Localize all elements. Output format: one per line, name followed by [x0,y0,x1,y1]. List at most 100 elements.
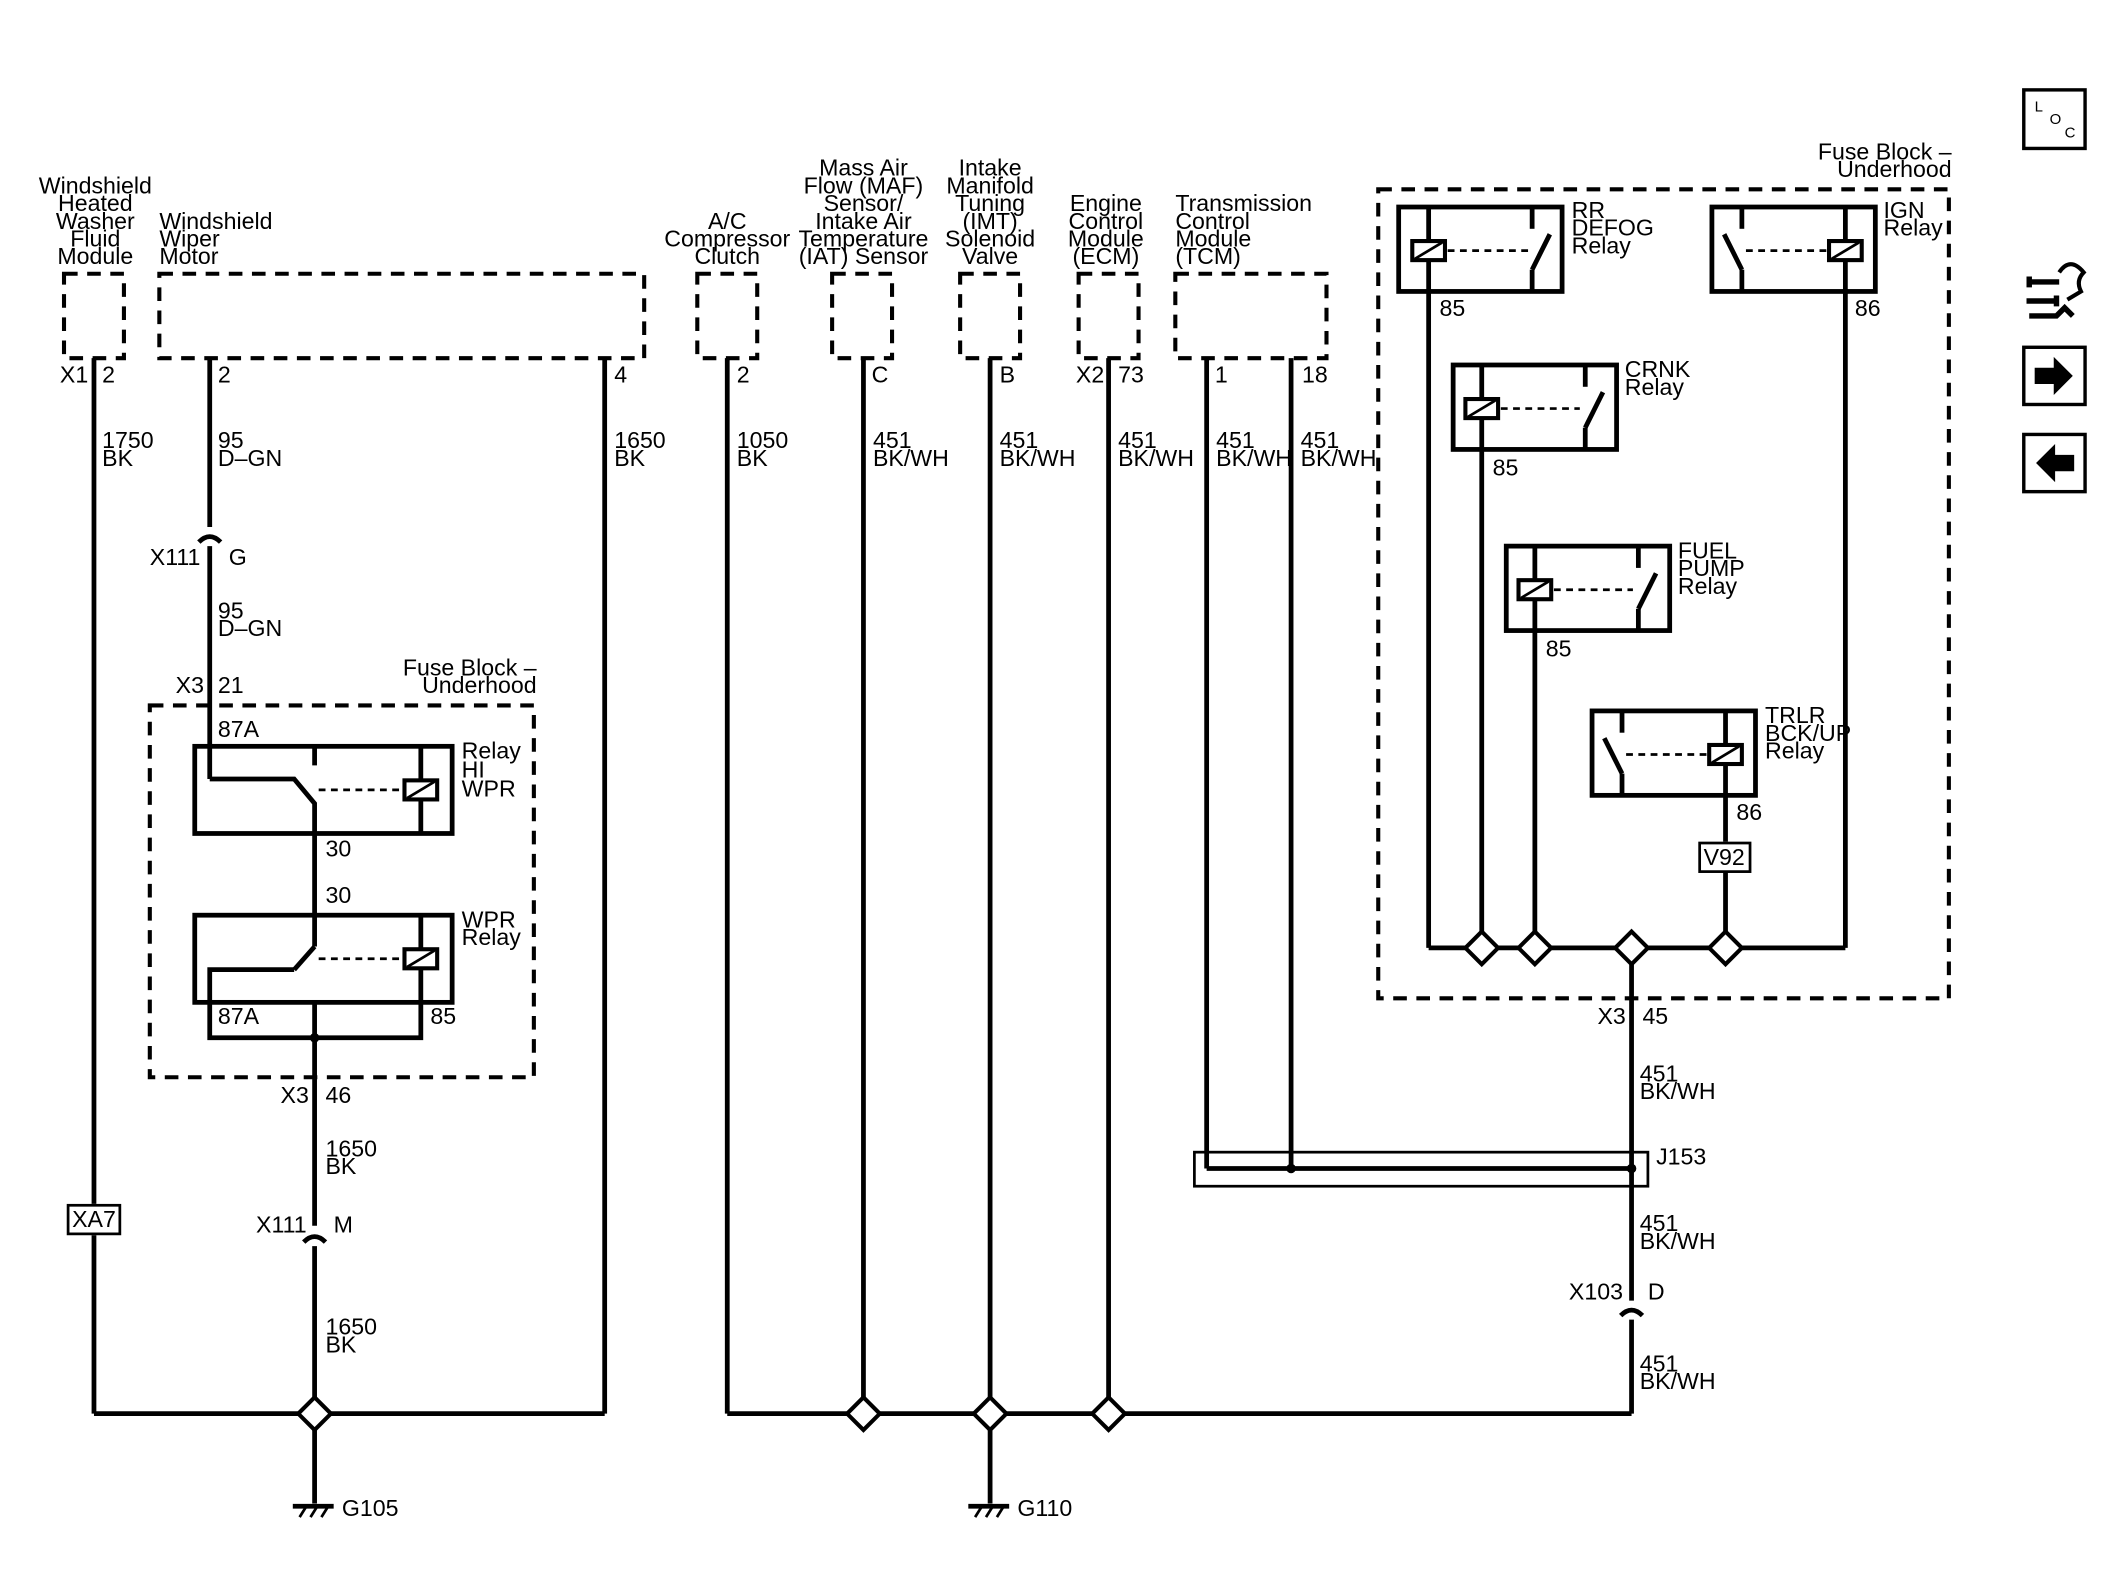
ecm-line3: Module [1068,226,1144,252]
wpr-relay-line2: Relay [462,924,522,950]
x103-d-connector [1618,1307,1645,1318]
washer-module-line1: Windshield [39,172,152,198]
wire-451-r1-color: BK/WH [1640,1078,1716,1104]
wire-451-tcm2-num: 451 [1301,427,1340,453]
x111-top-label: X111 [150,544,201,570]
ign-line1: IGN [1884,197,1925,223]
rr-defog-coil-slash [1414,241,1443,260]
ground-g110-label: G110 [1017,1495,1072,1521]
rr-defog-switch-blade [1530,233,1552,271]
wire-1750-num: 1750 [102,427,153,453]
fuel-pump-relay [1503,543,1673,633]
crnk-relay [1450,362,1619,452]
fuel-coil-slash [1520,580,1550,600]
wire-451-ecm-num: 451 [1118,427,1157,453]
fuse-block-right-line1: Fuse Block – [1818,138,1952,164]
g110-splice-imt [970,1394,1010,1433]
trlr-switch-blade [1602,737,1625,775]
wire-451-tcm1-color: BK/WH [1216,445,1292,471]
wire-95b-num: 95 [218,597,244,623]
forward-button[interactable] [2022,345,2087,407]
wpr-coil-slash [406,949,436,969]
crnk-line1: CRNK [1625,356,1691,382]
wire-451-r3-num: 451 [1640,1350,1679,1376]
wire-1050-color: BK [737,445,768,471]
pin-30-b: 30 [325,882,351,908]
maf-line3: Sensor/ [824,190,904,216]
wpr-relay [192,912,455,1005]
loc-o: O [2050,111,2062,128]
fuel-switch-blade [1636,572,1659,610]
wire-451-r2-num: 451 [1640,1210,1679,1236]
imt-line3: Tuning [955,190,1025,216]
pin-87a-top: 87A [218,716,260,742]
ign-relay [1709,204,1878,294]
wire-95a-num: 95 [218,427,244,453]
ecm-line4: (ECM) [1072,243,1139,269]
wire-451-maf-num: 451 [873,427,912,453]
maf-line5: Temperature [798,226,928,252]
fuel-pump-line3: Relay [1678,573,1738,599]
rr-defog-line1: RR [1572,197,1605,223]
v92-label: V92 [1704,844,1745,870]
wire-1650b-color: BK [614,445,645,471]
pin-85-rr: 85 [1440,295,1466,321]
pin-46: 46 [325,1082,351,1108]
wpr-hi-line3: Relay [462,738,522,764]
rr-defog-line3: Relay [1572,232,1632,258]
pin-2-washer: 2 [102,362,115,388]
pin-86-ign: 86 [1855,295,1881,321]
maf-line6: (IAT) Sensor [799,243,929,269]
wiper-motor-box [157,271,647,361]
crnk-switch-blade [1583,391,1606,429]
back-button[interactable] [2022,432,2087,494]
wire-1650c-color: BK [325,1331,356,1357]
wpr-hi-relay [192,743,455,836]
ecm-label: Engine Control Module (ECM) [1068,190,1144,269]
fuel-pump-line1: FUEL [1678,537,1737,563]
ign-coil-slash [1831,241,1860,260]
splice-fuel [1515,928,1555,968]
ign-switch-blade [1722,233,1745,271]
xa7-label: XA7 [72,1206,116,1232]
wire-451-ecm-color: BK/WH [1118,445,1194,471]
pin-2-ac: 2 [737,362,750,388]
x111-g-connector [197,534,223,544]
j153-label: J153 [1656,1143,1706,1169]
rr-defog-line2: DEFOG [1572,215,1654,241]
connector-icon[interactable] [2026,262,2087,319]
splice-x3-45 [1612,928,1651,968]
washer-module-line5: Module [57,243,133,269]
rr-defog-relay [1396,204,1565,294]
washer-module-line2: Heated [58,190,133,216]
wire-451-imt-color: BK/WH [1000,445,1076,471]
trlr-relay [1589,708,1758,798]
wire-451-r2-color: BK/WH [1640,1228,1716,1254]
trlr-line2: BCK/UP [1765,720,1851,746]
wire-1750-color: BK [102,445,133,471]
tcm-line3: Module [1175,226,1251,252]
wire-1050-num: 1050 [737,427,788,453]
maf-sensor-box [830,271,895,361]
washer-module-line3: Washer [56,208,135,234]
maf-line4: Intake Air [815,208,912,234]
maf-line1: Mass Air [819,155,908,181]
loc-button[interactable]: L O C [2022,88,2087,151]
splice-crnk [1462,928,1501,968]
x111-bot-pin: M [334,1212,353,1238]
pin-73-ecm: 73 [1118,362,1144,388]
tcm-line2: Control [1175,208,1250,234]
ground-g105-icon [292,1503,334,1518]
pin-x3-right: X3 [1598,1003,1626,1029]
j153-splice-pack [1193,1150,1650,1188]
pin-x2: X2 [1076,362,1104,388]
wiper-motor-line3: Motor [159,243,218,269]
fuse-block-left-line1: Fuse Block – [403,655,537,681]
wpr-switch-blade [292,944,317,972]
xa7-box [66,1203,122,1236]
washer-module-label: Windshield Heated Washer Fluid Module [39,172,152,269]
imt-line6: Valve [962,243,1018,269]
wire-451-maf-color: BK/WH [873,445,949,471]
imt-line2: Manifold [946,172,1033,198]
pin-87a-bot: 87A [218,1003,260,1029]
